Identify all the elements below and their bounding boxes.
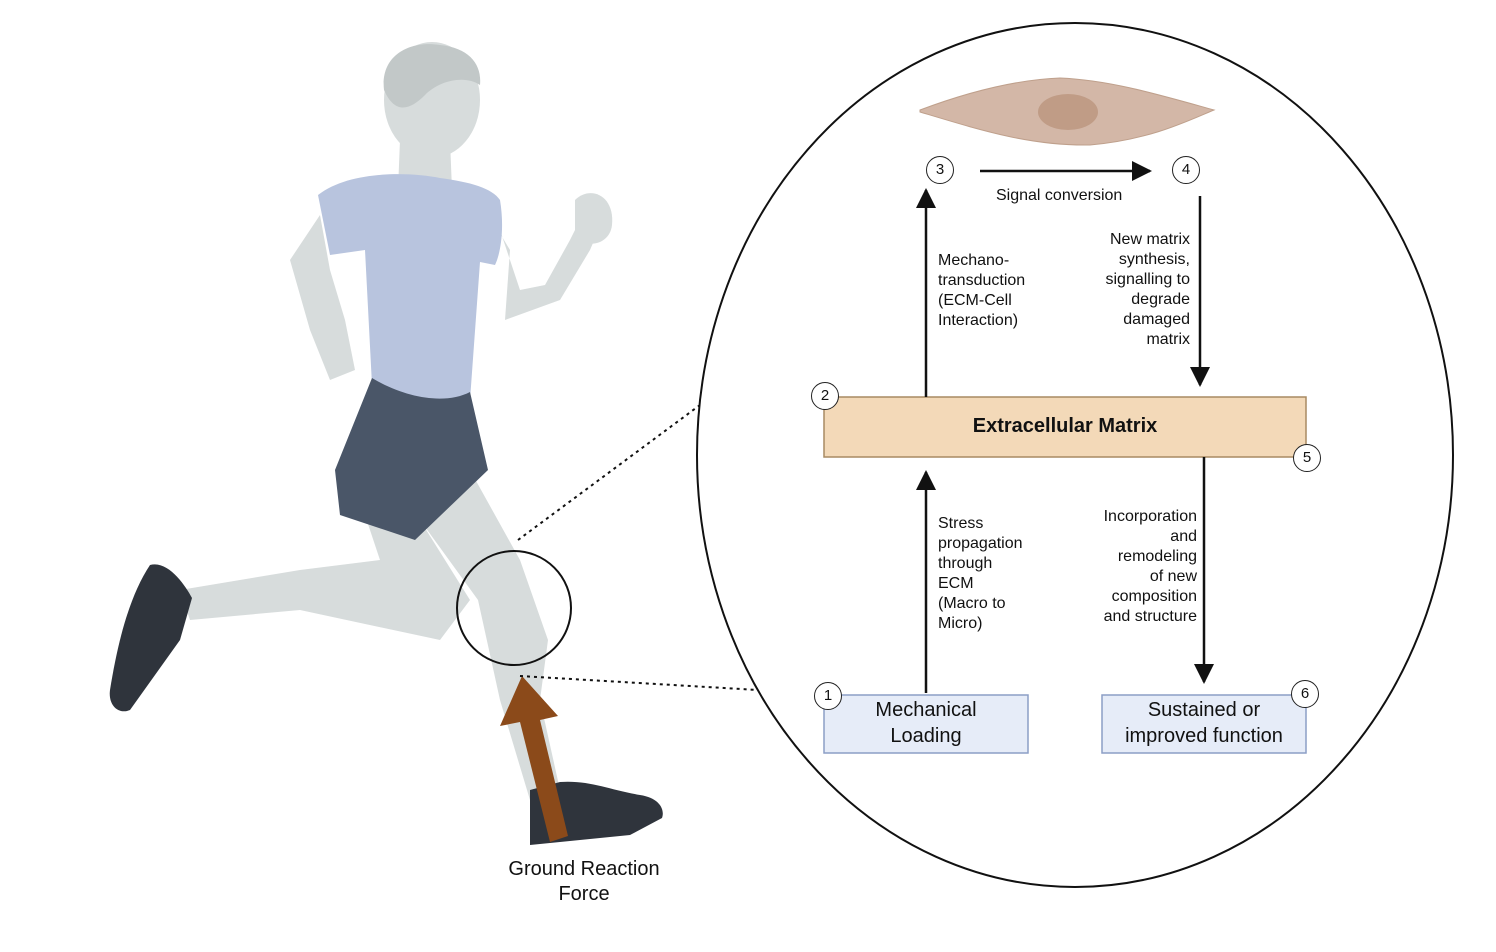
zoom-connector-bottom: [519, 675, 759, 691]
stress-propagation-line-1: Stress: [938, 515, 984, 532]
zoom-connector-top: [517, 404, 701, 541]
step-5-marker: 5: [1293, 444, 1321, 472]
extracellular-matrix-label: Extracellular Matrix: [972, 415, 1158, 437]
runner-fist: [575, 193, 613, 244]
stress-propagation-line-4: ECM: [938, 575, 974, 592]
mechanotransduction-line-4: Interaction): [938, 312, 1019, 329]
matrix-synthesis-line-2: synthesis,: [1118, 251, 1190, 268]
runner-front-leg: [180, 500, 470, 640]
stress-propagation-line-6: Micro): [938, 615, 983, 632]
matrix-synthesis-line-5: damaged: [1123, 311, 1190, 328]
incorporation-line-6: and structure: [1103, 608, 1197, 625]
mechanical-loading-label: Mechanical Loading: [824, 697, 1028, 749]
matrix-synthesis-label: New matrix synthesis, signalling to degr…: [1050, 230, 1191, 350]
extracellular-matrix-bar: [823, 396, 1307, 458]
mechanical-loading-box: [823, 694, 1029, 754]
runner-shirt: [318, 174, 503, 412]
runner-front-arm: [480, 200, 605, 320]
signal-conversion-label: Signal conversion: [996, 187, 1123, 204]
incorporation-line-5: composition: [1111, 588, 1197, 605]
runner-figure: [109, 42, 663, 845]
mechanotransduction-label: Mechano- transduction (ECM-Cell Interact…: [938, 251, 1078, 331]
runner-back-arm: [290, 215, 355, 380]
mechanotransduction-line-3: (ECM-Cell: [938, 292, 1012, 309]
matrix-synthesis-line-4: degrade: [1131, 291, 1190, 308]
ground-reaction-force-line-2: Force: [558, 883, 610, 905]
step-2-marker: 2: [811, 382, 839, 410]
function-line-1: Sustained or: [1147, 699, 1261, 721]
runner-hair: [383, 44, 481, 108]
function-label: Sustained or improved function: [1102, 697, 1306, 749]
matrix-synthesis-line-3: signalling to: [1105, 271, 1191, 288]
function-line-2: improved function: [1125, 725, 1283, 747]
mechanotransduction-line-1: Mechano-: [938, 252, 1010, 269]
stress-propagation-label: Stress propagation through ECM (Macro to…: [938, 514, 1058, 634]
mechanical-loading-line-2: Loading: [890, 725, 962, 747]
matrix-synthesis-line-1: New matrix: [1109, 231, 1190, 248]
runner-shorts: [335, 378, 488, 540]
stress-propagation-line-3: through: [938, 555, 993, 572]
incorporation-line-3: remodeling: [1117, 548, 1197, 565]
knee-zoom-circle: [456, 550, 572, 666]
cell-illustration: [919, 77, 1216, 146]
runner-front-shoe: [109, 564, 192, 712]
detail-ellipse: [696, 22, 1454, 888]
matrix-synthesis-line-6: matrix: [1146, 331, 1190, 348]
incorporation-label: Incorporation and remodeling of new comp…: [1060, 507, 1197, 627]
stress-propagation-line-5: (Macro to: [938, 595, 1006, 612]
stress-propagation-line-2: propagation: [938, 535, 1023, 552]
function-box: [1101, 694, 1307, 754]
ground-reaction-force-label: Ground Reaction Force: [484, 857, 684, 907]
cell-nucleus: [1038, 94, 1098, 130]
step-1-marker: 1: [814, 682, 842, 710]
incorporation-line-4: of new: [1149, 568, 1197, 585]
step-6-marker: 6: [1291, 680, 1319, 708]
mechanotransduction-line-2: transduction: [938, 272, 1026, 289]
incorporation-line-2: and: [1170, 528, 1197, 545]
incorporation-line-1: Incorporation: [1103, 508, 1197, 525]
mechanical-loading-line-1: Mechanical: [875, 699, 977, 721]
step-4-marker: 4: [1172, 156, 1200, 184]
step-3-marker: 3: [926, 156, 954, 184]
ground-reaction-force-line-1: Ground Reaction: [508, 858, 660, 880]
ground-reaction-force-arrow: [500, 676, 568, 842]
